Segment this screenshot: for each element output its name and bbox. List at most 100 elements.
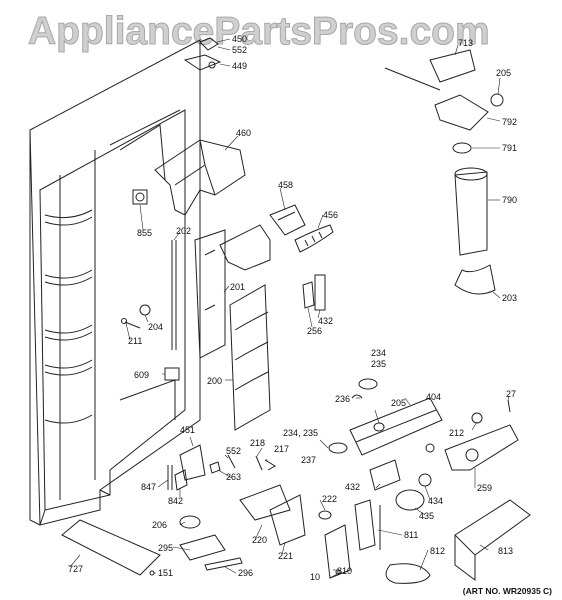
callout-263: 263 (226, 472, 242, 482)
callout-404: 404 (426, 392, 442, 402)
part-295 (179, 534, 226, 561)
part-234 (358, 378, 378, 390)
callout-790: 790 (502, 195, 518, 205)
callout-235: 235 (371, 359, 387, 369)
part-212 (425, 412, 483, 453)
part-609 (164, 367, 180, 381)
part-222 (318, 510, 332, 520)
part-236 (351, 394, 363, 399)
callout-842: 842 (168, 496, 184, 506)
callout-847: 847 (141, 482, 157, 492)
callout-456: 456 (323, 210, 339, 220)
callout-206: 206 (152, 520, 168, 530)
part-458 (269, 204, 306, 236)
part-217 (264, 459, 276, 471)
part-552-bottom (227, 454, 236, 469)
part-218 (255, 455, 263, 471)
callout-295: 295 (158, 543, 174, 553)
part-460 (154, 139, 246, 216)
callout-813: 813 (498, 546, 514, 556)
callout-217: 217 (274, 444, 290, 454)
callout-151: 151 (158, 568, 174, 578)
art-number: (ART NO. WR20935 C) (462, 586, 552, 596)
callout-222: 222 (322, 494, 338, 504)
part-237 (328, 442, 348, 454)
callout-205-top: 205 (496, 68, 512, 78)
callout-10: 10 (310, 572, 321, 582)
watermark: AppliancePartsPros.com (28, 10, 491, 54)
callout-200: 200 (207, 376, 223, 386)
callout-205-middle: 205 (391, 398, 407, 408)
callout-236: 236 (335, 394, 351, 404)
part-792 (434, 94, 489, 131)
callout-259: 259 (477, 483, 493, 493)
part-842 (174, 469, 188, 491)
callout-296: 296 (238, 568, 254, 578)
callout-810: 810 (337, 566, 353, 576)
part-790 (454, 167, 488, 256)
callout-855: 855 (137, 228, 153, 238)
part-259 (444, 424, 519, 471)
part-813 (454, 499, 531, 581)
part-204 (139, 304, 151, 316)
part-201 (194, 224, 271, 359)
callout-791: 791 (502, 143, 518, 153)
callout-201: 201 (230, 282, 246, 292)
part-791 (452, 142, 472, 154)
callout-727: 727 (68, 564, 84, 574)
part-456 (294, 224, 334, 253)
part-812 (385, 563, 431, 584)
part-221 (269, 494, 306, 546)
callout-449: 449 (232, 61, 248, 71)
callout-792: 792 (502, 117, 518, 127)
part-151 (149, 570, 155, 576)
callout-458: 458 (278, 180, 294, 190)
callout-435: 435 (419, 511, 435, 521)
part-27 (507, 399, 511, 413)
part-404 (349, 397, 443, 456)
part-220 (239, 484, 291, 521)
callout-451: 451 (180, 425, 196, 435)
part-811 (354, 499, 381, 551)
part-200 (229, 284, 271, 431)
callout-220: 220 (252, 535, 268, 545)
callout-256: 256 (307, 326, 323, 336)
callout-713: 713 (458, 38, 474, 48)
part-434 (418, 473, 432, 487)
callout-432-bottom: 432 (345, 482, 361, 492)
part-432-top (314, 274, 326, 311)
callout-552-bottom: 552 (226, 446, 242, 456)
callout-203: 203 (502, 293, 518, 303)
callout-202: 202 (176, 226, 192, 236)
callout-234: 234 (371, 348, 387, 358)
callout-434: 434 (428, 496, 444, 506)
leader-lines (69, 38, 510, 579)
callout-237: 237 (301, 455, 317, 465)
part-810 (324, 524, 351, 579)
part-847 (167, 465, 173, 490)
callout-218: 218 (250, 438, 266, 448)
part-256 (302, 281, 315, 309)
part-435 (395, 489, 425, 511)
part-451 (179, 444, 206, 481)
part-206 (179, 515, 201, 529)
part-855 (132, 189, 148, 205)
part-205-top (490, 93, 504, 107)
callout-212: 212 (449, 428, 465, 438)
cabinet-liner (29, 39, 201, 526)
callout-204: 204 (148, 322, 164, 332)
callout-812: 812 (430, 546, 446, 556)
part-202 (171, 240, 177, 350)
part-203 (454, 264, 496, 295)
part-727 (61, 519, 161, 576)
callout-811: 811 (404, 530, 419, 540)
part-449 (183, 37, 222, 71)
part-296 (204, 557, 243, 571)
part-263 (209, 461, 221, 474)
callout-460: 460 (236, 128, 252, 138)
callout-552-top: 552 (232, 45, 248, 55)
callout-432-top: 432 (318, 316, 334, 326)
part-211 (121, 318, 141, 329)
